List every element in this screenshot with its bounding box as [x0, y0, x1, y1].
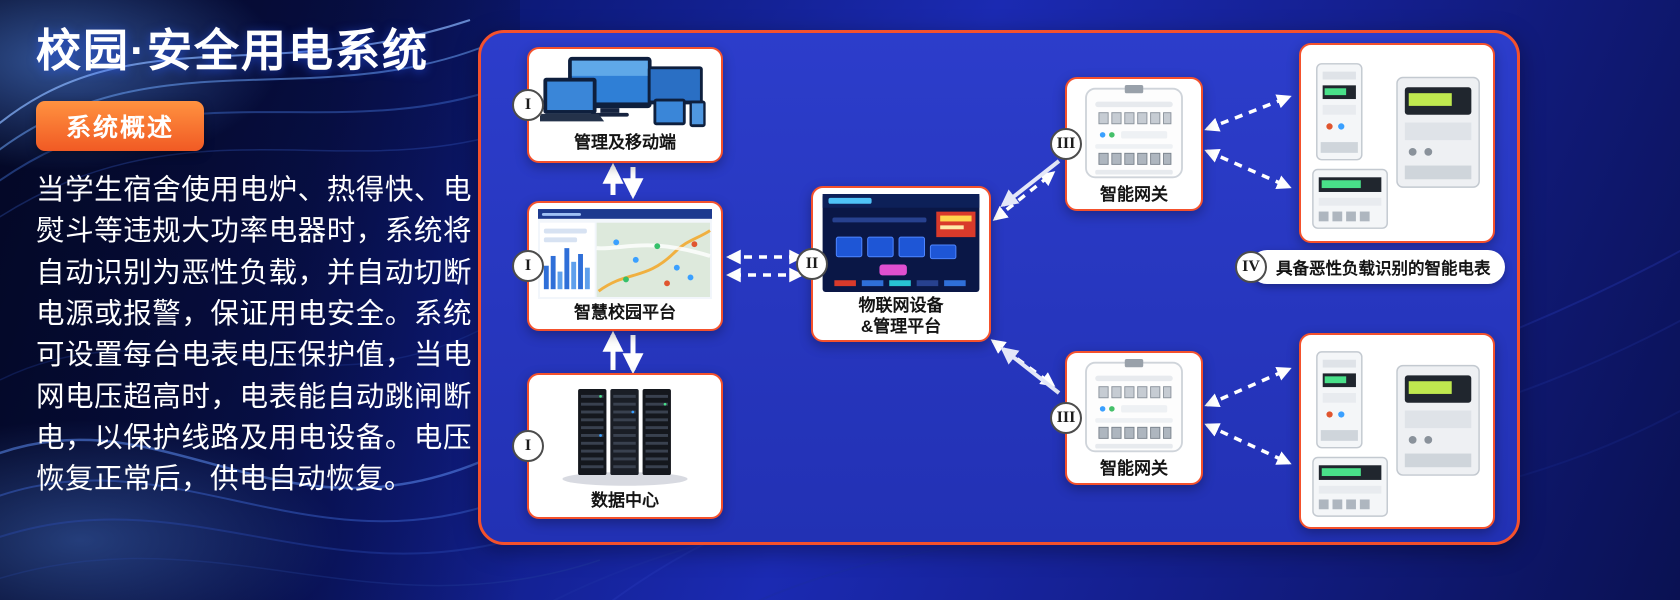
meters-image-top: [1312, 63, 1480, 229]
campus-dashboard-illustration: [529, 203, 721, 299]
arrow-campus-datacenter: [602, 330, 644, 375]
node-label-gateway-top: 智能网关: [1100, 185, 1168, 204]
node-iot-platform: II: [796, 186, 991, 342]
page-title: 校园·安全用电系统: [36, 25, 429, 76]
devices-illustration: [529, 49, 721, 129]
arrow-gateway-top-meters: [1204, 94, 1292, 190]
devices-image: [540, 56, 706, 128]
numeral-badge-campus: I: [512, 250, 544, 282]
node-smart-meters-top: [1299, 43, 1495, 243]
diagram-panel: I: [478, 30, 1520, 545]
numeral-badge-meters: IV: [1235, 251, 1267, 283]
numeral-badge-management: I: [512, 89, 544, 121]
smart-meter-legend: IV 具备恶性负载识别的智能电表: [1235, 250, 1505, 284]
node-label-iot: 物联网设备 &管理平台: [855, 292, 948, 346]
meters-illustration-bottom: [1301, 335, 1493, 527]
numeral-badge-gateway-top: III: [1050, 128, 1082, 160]
iot-dashboard-illustration: [813, 188, 989, 292]
intro-panel: 校园·安全用电系统 系统概述 当学生宿舍使用电炉、热得快、电熨斗等违规大功率电器…: [36, 14, 476, 500]
arrow-iot-gateway-bottom: [990, 339, 1061, 395]
meters-image-bottom: [1312, 351, 1480, 517]
node-label-management: 管理及移动端: [574, 133, 676, 152]
arrow-campus-iot: [726, 249, 804, 283]
node-smart-gateway-top: III 智能网关: [1050, 77, 1203, 211]
overview-text: 当学生宿舍使用电炉、热得快、电熨斗等违规大功率电器时，系统将自动识别为恶性负载，…: [36, 173, 472, 496]
node-label-iot-line1: 物联网设备: [858, 296, 944, 315]
node-smart-campus-platform: I: [512, 201, 723, 331]
node-label-datacenter: 数据中心: [591, 491, 659, 510]
node-smart-meters-bottom: [1299, 333, 1495, 529]
node-label-iot-line2: &管理平台: [860, 317, 942, 337]
meters-illustration-top: [1301, 45, 1493, 241]
gateway-image-top: [1085, 85, 1183, 179]
arrow-iot-gateway-top: [992, 159, 1061, 221]
node-smart-gateway-bottom: III 智能网关: [1050, 351, 1203, 485]
numeral-badge-datacenter: I: [512, 430, 544, 462]
node-label-campus: 智慧校园平台: [574, 303, 676, 322]
server-racks-illustration: [529, 375, 721, 487]
arrow-management-campus: [602, 162, 644, 200]
iot-dashboard-image: [822, 194, 980, 292]
gateway-illustration-bottom: [1067, 353, 1201, 455]
section-badge: 系统概述: [36, 101, 205, 151]
numeral-badge-gateway-bottom: III: [1050, 402, 1082, 434]
numeral-badge-iot: II: [796, 248, 828, 280]
smart-meter-legend-text: 具备恶性负载识别的智能电表: [1276, 260, 1491, 278]
node-management-mobile: I: [512, 47, 723, 163]
server-racks-image: [562, 389, 688, 486]
node-data-center: I: [512, 373, 723, 519]
arrow-gateway-bottom-meters: [1204, 366, 1292, 465]
gateway-image-bottom: [1085, 359, 1183, 453]
gateway-illustration-top: [1067, 79, 1201, 181]
campus-dashboard-image: [538, 209, 712, 299]
node-label-gateway-bottom: 智能网关: [1100, 459, 1168, 478]
